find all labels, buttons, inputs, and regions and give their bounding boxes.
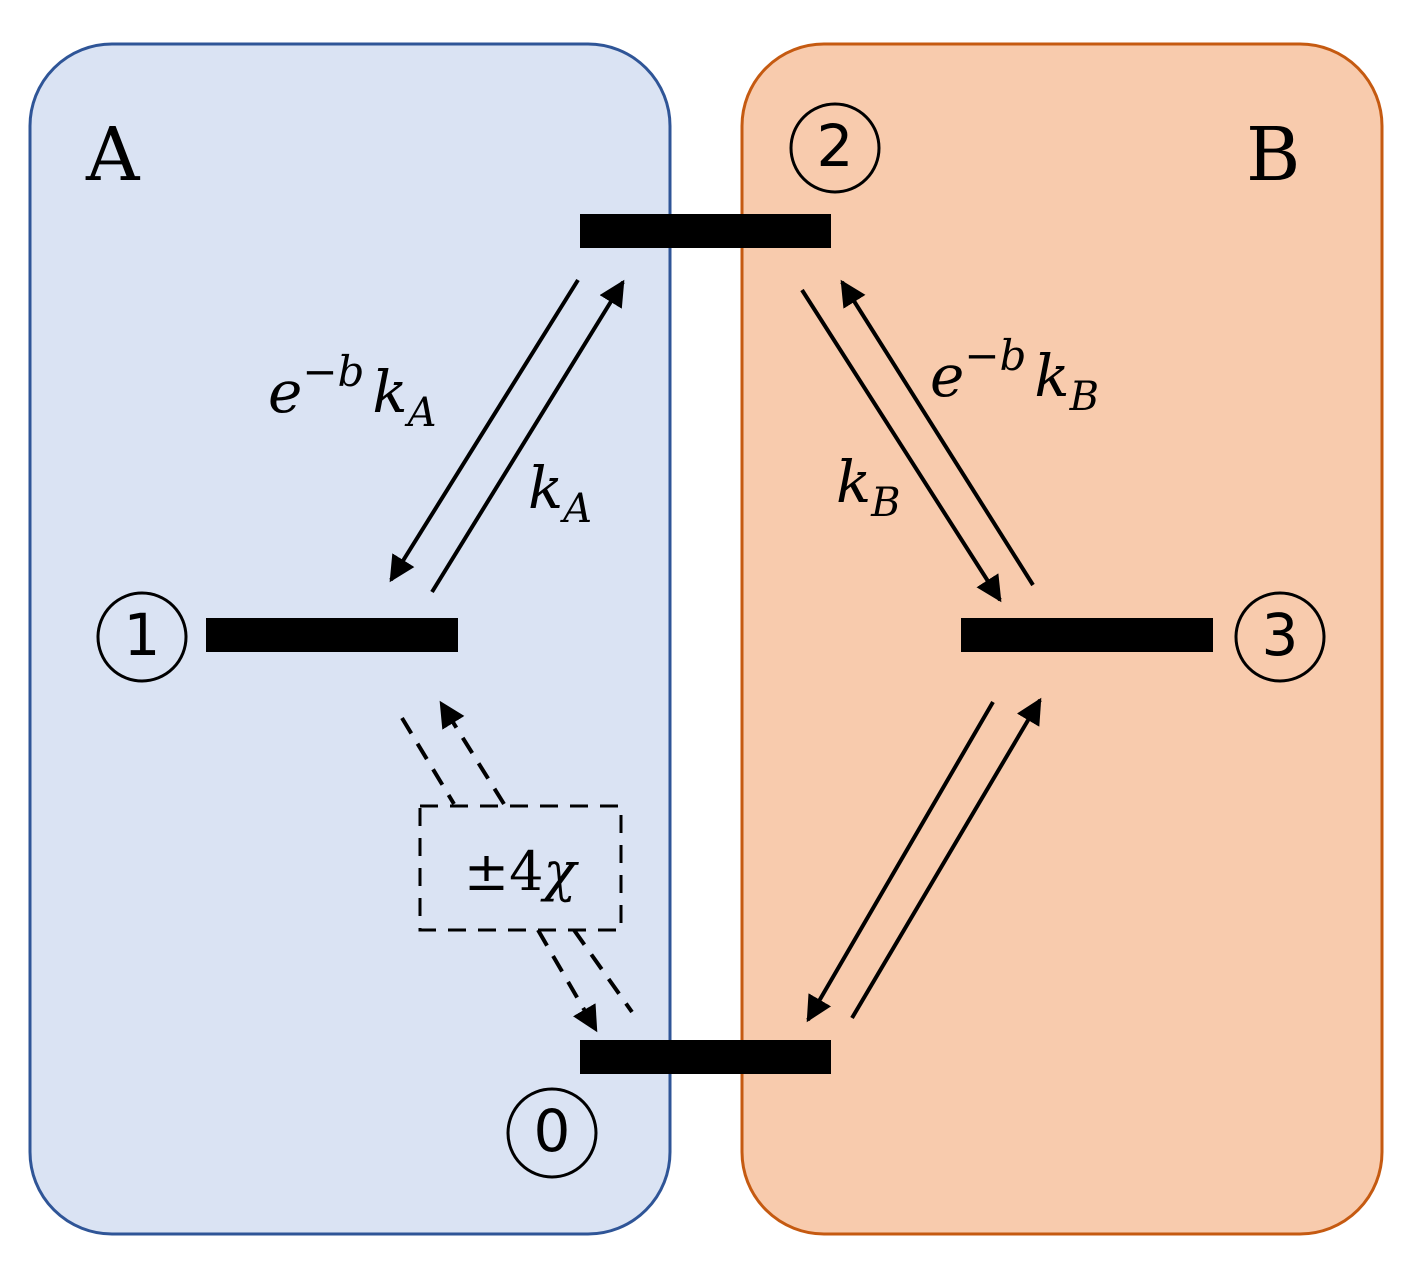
level-0-bar bbox=[580, 1040, 831, 1074]
chi-box-label: ±4χ bbox=[464, 840, 580, 903]
state-0-label: 0 bbox=[534, 1097, 571, 1165]
arrow-2-to-1 bbox=[389, 278, 580, 583]
dashed-arrow-to-1 bbox=[439, 700, 506, 806]
dashed-line-upper-left bbox=[400, 716, 456, 806]
arrow-3-to-2 bbox=[840, 279, 1035, 587]
chi-sign: ± bbox=[464, 840, 509, 903]
level-2-bar bbox=[580, 214, 831, 248]
state-3-label: 3 bbox=[1262, 601, 1299, 669]
level-3-bar bbox=[961, 618, 1213, 652]
rate-b-forward: kB bbox=[836, 448, 901, 526]
state-3-marker: 3 bbox=[1234, 591, 1326, 683]
level-1-bar bbox=[206, 618, 458, 652]
chi-value: 4 bbox=[509, 840, 543, 903]
state-2-marker: 2 bbox=[789, 102, 881, 194]
arrow-3-to-0 bbox=[806, 700, 995, 1023]
arrow-1-to-2 bbox=[430, 279, 625, 594]
panel-a-label: A bbox=[85, 112, 141, 198]
state-1-marker: 1 bbox=[96, 591, 188, 683]
chi-symbol: χ bbox=[539, 840, 579, 903]
arrow-0-to-3 bbox=[850, 697, 1042, 1020]
rate-a-forward: kA bbox=[528, 454, 592, 532]
dashed-arrow-to-0 bbox=[536, 928, 598, 1033]
state-1-label: 1 bbox=[124, 601, 161, 669]
arrow-2-to-3 bbox=[800, 288, 1002, 603]
state-0-marker: 0 bbox=[506, 1087, 598, 1179]
dashed-line-lower-right bbox=[572, 928, 634, 1014]
state-2-label: 2 bbox=[817, 112, 854, 180]
chi-box bbox=[418, 804, 623, 932]
panel-b-label: B bbox=[1246, 112, 1300, 198]
